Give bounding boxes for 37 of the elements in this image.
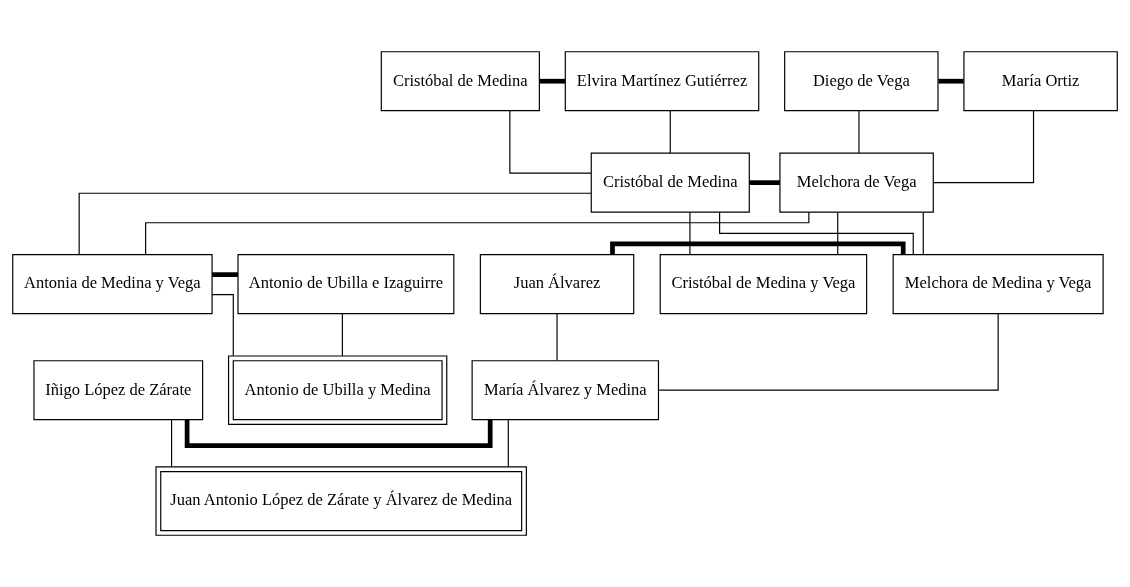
- node-box: Antonio de Ubilla e Izaguirre: [237, 254, 455, 315]
- node-box: Antonia de Medina y Vega: [12, 254, 213, 315]
- connector: [78, 192, 592, 255]
- connector: [922, 211, 924, 255]
- node-box: Antonio de Ubilla y Medina: [228, 355, 448, 425]
- node-box: Melchora de Medina y Vega: [892, 254, 1104, 315]
- connector: [669, 110, 671, 154]
- node-box: Juan Antonio López de Zárate y Álvarez de Medina: [155, 466, 527, 536]
- node-box: Cristóbal de Medina: [380, 51, 540, 112]
- connector: [509, 110, 592, 174]
- connector: [938, 78, 964, 84]
- connector: [658, 313, 999, 391]
- node-box: María Álvarez y Medina: [471, 360, 660, 421]
- connector: [689, 211, 691, 255]
- connector: [933, 110, 1035, 184]
- connector: [858, 110, 860, 154]
- node-box: Diego de Vega: [784, 51, 939, 112]
- connector: [610, 241, 906, 255]
- connector: [212, 272, 238, 277]
- connector: [749, 180, 780, 185]
- node-box: Iñigo López de Zárate: [33, 360, 204, 421]
- connector: [145, 211, 810, 256]
- connector: [507, 419, 509, 468]
- connector: [184, 419, 493, 448]
- node-box: Cristóbal de Medina: [590, 152, 750, 213]
- connector: [211, 294, 234, 357]
- node-box: Elvira Martínez Gutiérrez: [564, 51, 760, 112]
- connector: [719, 211, 914, 256]
- connector: [341, 313, 343, 357]
- connector: [171, 419, 173, 468]
- node-box: María Ortiz: [963, 51, 1118, 112]
- connector: [539, 78, 565, 84]
- node-box: Juan Álvarez: [479, 254, 635, 315]
- node-box: Cristóbal de Medina y Vega: [659, 254, 868, 315]
- connector: [837, 211, 839, 255]
- connector: [556, 313, 558, 361]
- node-box: Melchora de Vega: [779, 152, 934, 213]
